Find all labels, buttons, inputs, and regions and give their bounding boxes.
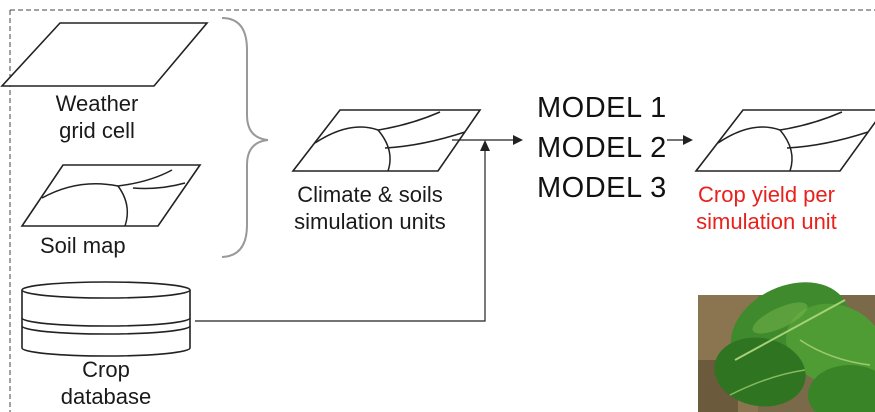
- model-2-label: MODEL 2: [537, 132, 667, 164]
- units-label-line2: simulation units: [294, 209, 446, 234]
- crop-label-line1: Crop: [82, 357, 130, 382]
- weather-grid-cell-label: Weather grid cell: [30, 90, 164, 144]
- arrow-to-output-head: [683, 135, 693, 145]
- crop-database-label: Crop database: [46, 356, 166, 410]
- output-label-line2: simulation unit: [696, 209, 837, 234]
- simulation-units-label: Climate & soils simulation units: [265, 181, 475, 235]
- weather-label-line2: grid cell: [59, 118, 135, 143]
- units-label-line1: Climate & soils: [297, 182, 443, 207]
- output-units-shape: [694, 109, 875, 172]
- weather-label-line1: Weather: [55, 91, 139, 116]
- model-1-label: MODEL 1: [537, 92, 667, 124]
- soil-map-shape: [20, 164, 202, 227]
- crop-database-connector-head: [480, 140, 490, 151]
- crop-database-connector: [195, 150, 486, 322]
- simulation-units-shape: [291, 109, 482, 172]
- crop-label-line2: database: [60, 384, 152, 409]
- crop-database-icon: [21, 281, 191, 357]
- output-label-line1: Crop yield per: [698, 182, 835, 207]
- soil-map-label: Soil map: [40, 233, 126, 258]
- arrow-to-models-head: [513, 135, 523, 145]
- crop-yield-output-label: Crop yield per simulation unit: [674, 181, 859, 235]
- weather-grid-cell-shape: [0, 22, 209, 87]
- model-3-label: MODEL 3: [537, 172, 667, 204]
- crop-leaves-photo: [698, 282, 875, 412]
- grouping-brace: [221, 17, 269, 258]
